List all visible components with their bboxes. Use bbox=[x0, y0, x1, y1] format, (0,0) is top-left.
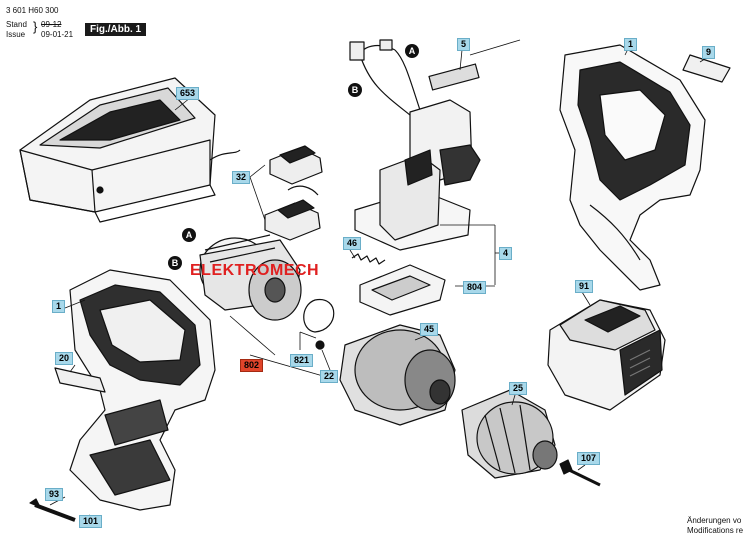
part-label-101: 101 bbox=[79, 515, 103, 528]
switch-drawing bbox=[354, 63, 481, 251]
part-label-93: 93 bbox=[45, 488, 64, 501]
part-label-1-top: 1 bbox=[624, 38, 638, 51]
connector-b-top: B bbox=[348, 83, 362, 97]
battery-drawing bbox=[547, 299, 666, 411]
gearbox-drawing bbox=[339, 324, 456, 426]
part-label-46: 46 bbox=[343, 237, 362, 250]
motor-drawing bbox=[199, 234, 302, 321]
old-date: 09-12 bbox=[41, 20, 62, 29]
part-label-91: 91 bbox=[575, 280, 594, 293]
footer-note-line1: Änderungen vo bbox=[687, 516, 742, 525]
brace-icon: } bbox=[33, 19, 38, 34]
issue-label: Issue bbox=[6, 30, 26, 39]
figure-title: Fig./Abb. 1 bbox=[85, 23, 147, 36]
part-label-9: 9 bbox=[702, 46, 716, 59]
stand-label: Stand bbox=[6, 20, 27, 29]
chuck-drawing bbox=[461, 389, 558, 479]
footer-note-line2: Modifications re bbox=[687, 526, 744, 535]
housing-half-top-drawing bbox=[559, 44, 706, 291]
part-label-821: 821 bbox=[290, 354, 314, 367]
part-label-22: 22 bbox=[320, 370, 339, 383]
part-label-25: 25 bbox=[509, 382, 528, 395]
part-label-45: 45 bbox=[420, 323, 439, 336]
charger-drawing bbox=[19, 77, 241, 223]
connector-a-motor: A bbox=[182, 228, 196, 242]
housing-half-left-drawing bbox=[69, 269, 216, 511]
part-label-5: 5 bbox=[457, 38, 471, 51]
part-label-802: 802 bbox=[240, 359, 264, 372]
part-label-1-left: 1 bbox=[52, 300, 66, 313]
connector-a-top: A bbox=[405, 44, 419, 58]
part-label-4: 4 bbox=[499, 247, 513, 260]
issue-date: 09-01-21 bbox=[41, 30, 74, 39]
connector-b-motor: B bbox=[168, 256, 182, 270]
clip-parts-drawing bbox=[264, 145, 323, 241]
part-label-653: 653 bbox=[176, 87, 200, 100]
part-label-107: 107 bbox=[577, 452, 601, 465]
part-label-20: 20 bbox=[55, 352, 74, 365]
watermark-text: ELEKTROMECH bbox=[190, 262, 320, 279]
doc-number: 3 601 H60 300 bbox=[6, 6, 59, 15]
part-label-32: 32 bbox=[232, 171, 251, 184]
part-label-804: 804 bbox=[463, 281, 487, 294]
